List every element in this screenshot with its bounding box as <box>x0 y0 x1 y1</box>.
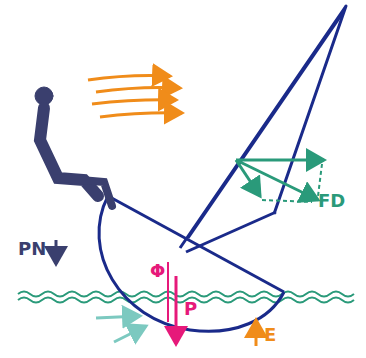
buoyancy-arrow <box>255 320 258 346</box>
hull <box>99 196 284 331</box>
heel-angle-label: Φ <box>150 262 165 280</box>
weight-arrow <box>175 276 178 344</box>
sailor-weight-label: PN <box>18 240 46 258</box>
sail-force-vectors <box>236 160 324 202</box>
drive-force-label: FD <box>318 192 345 210</box>
weight-label: P <box>184 300 197 318</box>
vertical-axis <box>167 262 169 322</box>
sail <box>180 6 346 252</box>
sailor-weight-arrow <box>55 240 58 264</box>
water-resistance-arrows <box>96 316 146 342</box>
sailor <box>35 87 112 206</box>
buoyancy-label: E <box>264 326 276 344</box>
wind-arrows <box>88 76 182 118</box>
